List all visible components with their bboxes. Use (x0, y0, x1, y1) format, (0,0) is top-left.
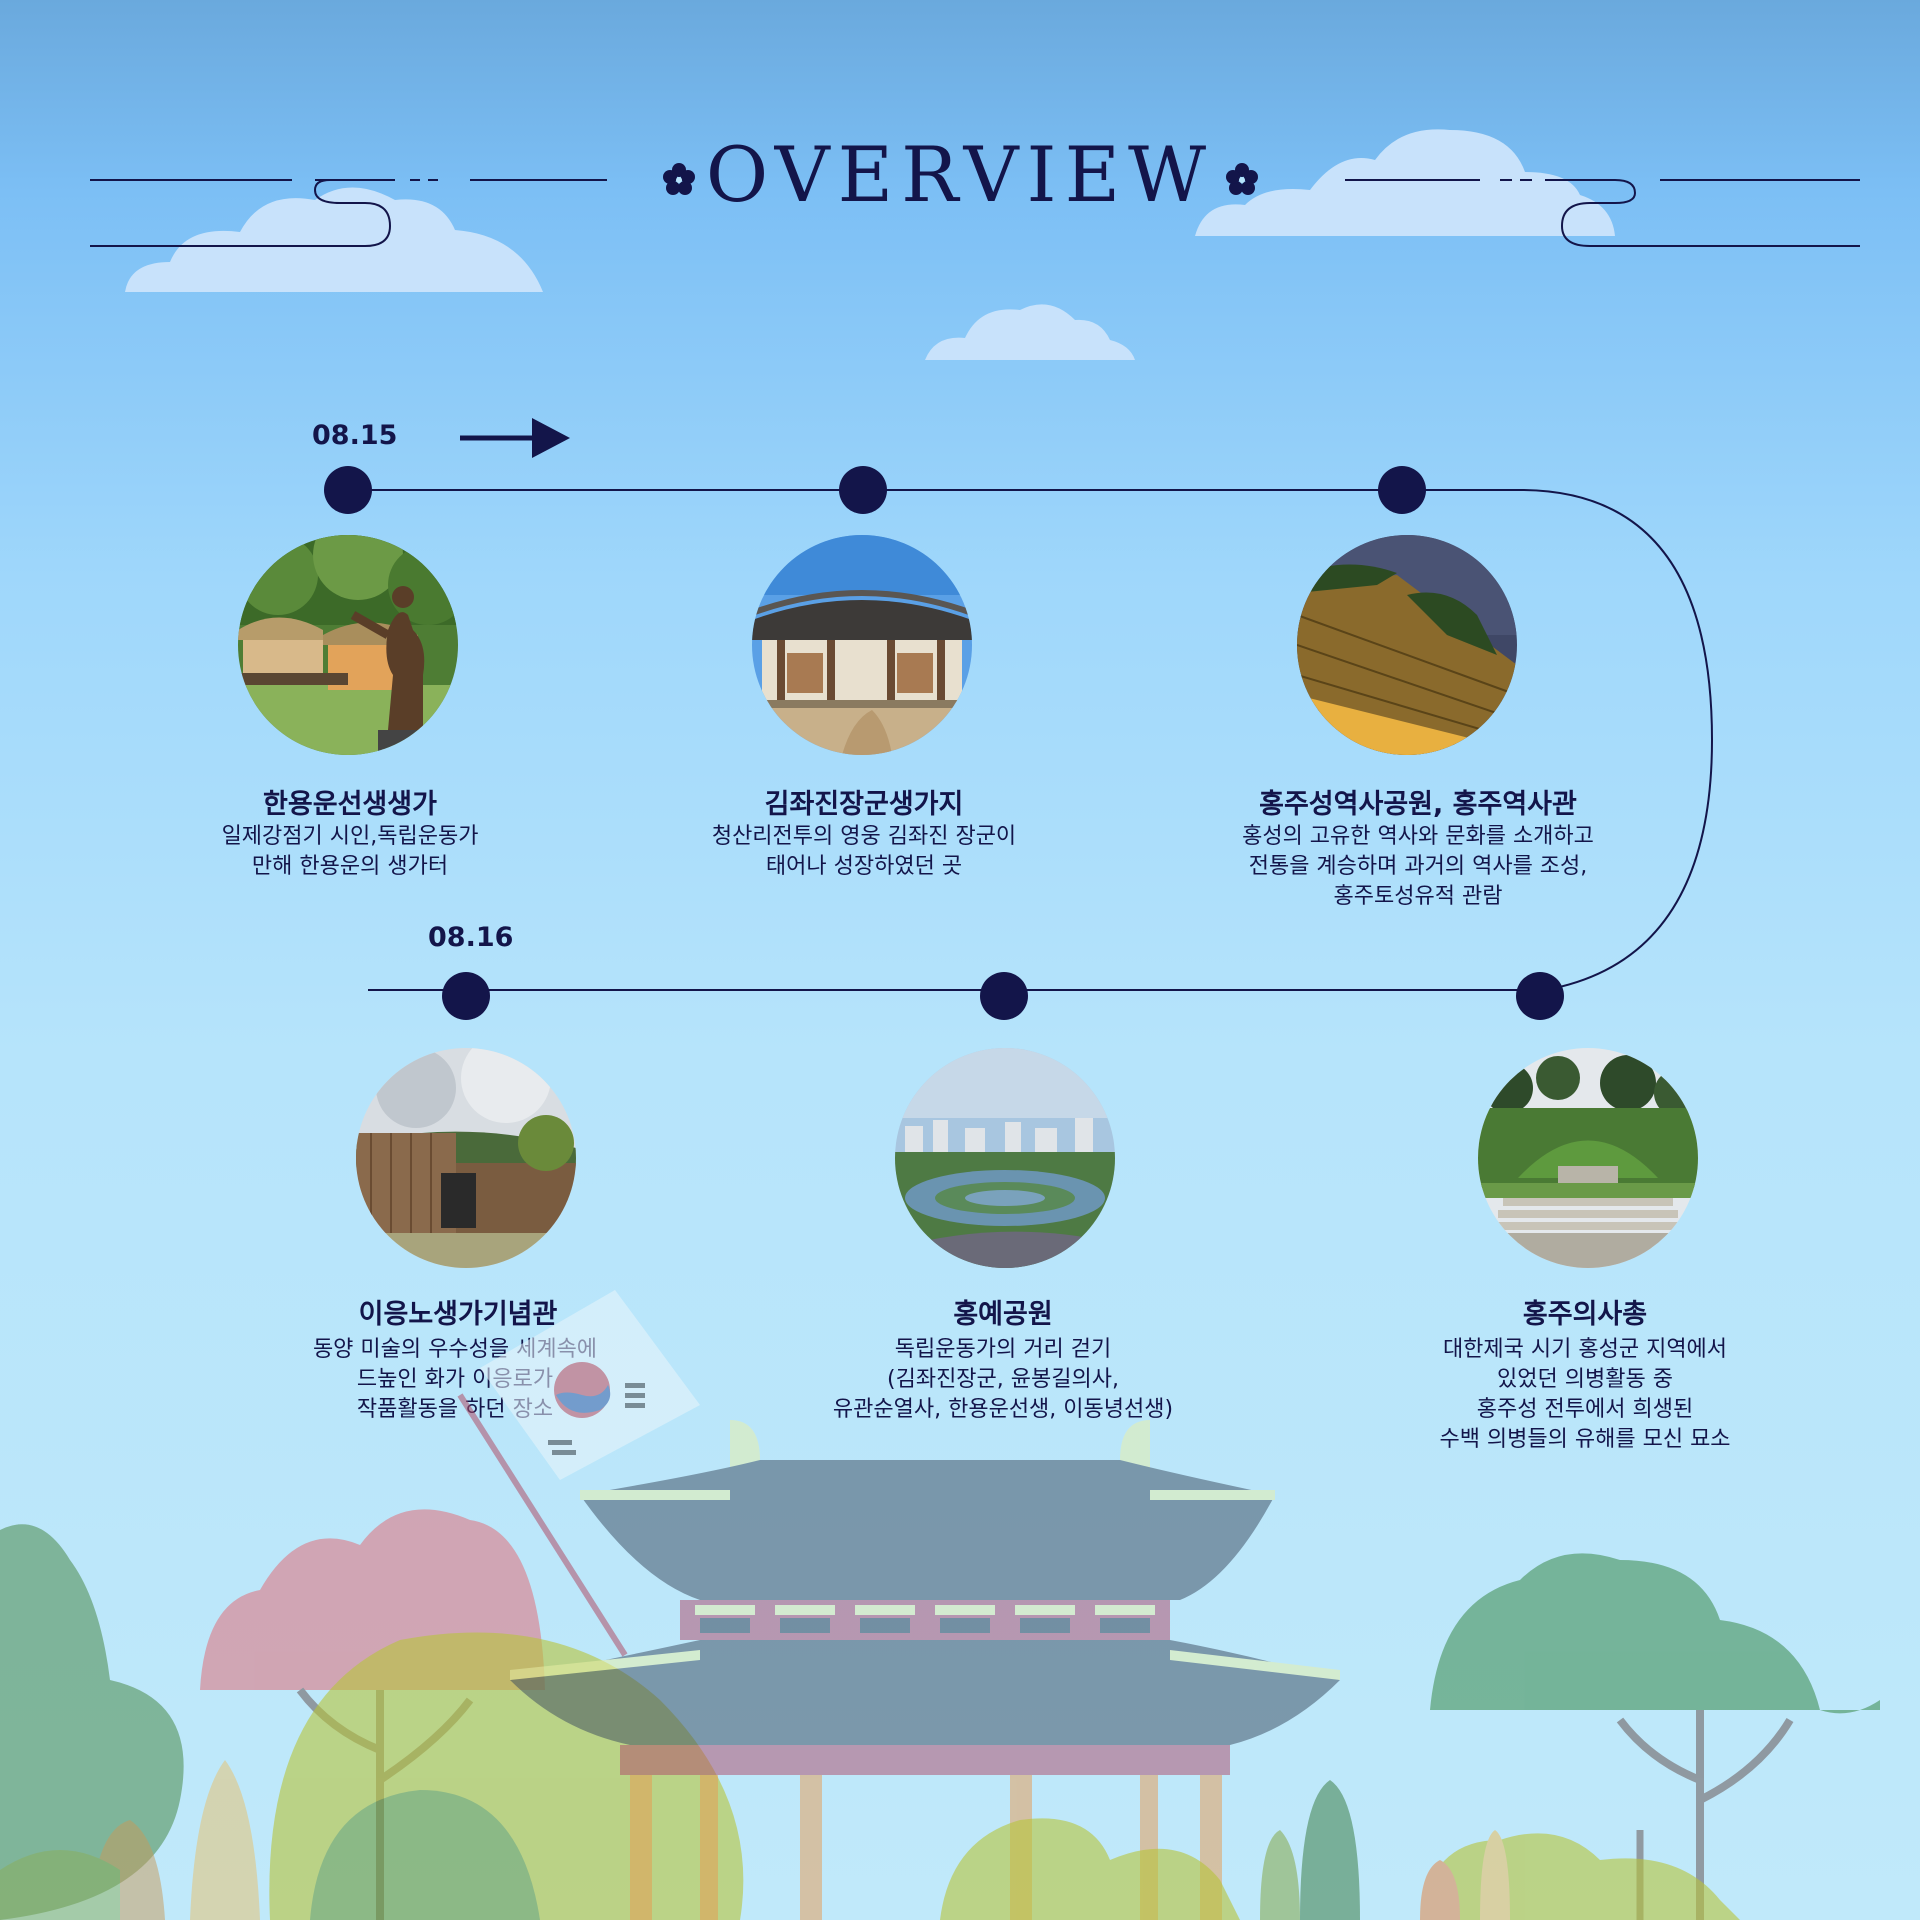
stop-5-name: 홍예공원 (953, 1299, 1053, 1330)
page-title: OVERVIEW (705, 130, 1215, 219)
timeline-dot-icon (442, 972, 490, 1020)
timeline-dot-icon (1516, 972, 1564, 1020)
plum-blossom-icon (663, 163, 695, 195)
arrow-right-icon (460, 418, 570, 458)
photo-lit-fortress-wall-at-night (1297, 535, 1517, 755)
photo-wooden-memorial-building (356, 1048, 576, 1268)
cloud-left (125, 187, 543, 292)
photo-statue-and-thatched-house (238, 535, 458, 755)
photo-city-park-with-pond (895, 1048, 1115, 1268)
timeline-dot-icon (980, 972, 1028, 1020)
stop-2-name: 김좌진장군생가지 (764, 789, 964, 820)
photo-grass-burial-mound (1478, 1048, 1698, 1268)
timeline-dot-icon (839, 466, 887, 514)
stop-3-name: 홍주성역사공원, 홍주역사관 (1259, 789, 1577, 820)
stop-4-name: 이응노생가기념관 (358, 1299, 558, 1330)
stop-6-name: 홍주의사총 (1522, 1299, 1648, 1330)
plum-blossom-icon (1226, 163, 1258, 195)
stop-5-desc: 독립운동가의 거리 걷기(김좌진장군, 윤봉길의사,유관순열사, 한용운선생, … (832, 1337, 1174, 1422)
title-ornament-lines (90, 179, 1860, 247)
timeline-dot-icon (1378, 466, 1426, 514)
cloud-right (1195, 129, 1615, 236)
photo-tiled-roof-hanok (752, 535, 972, 755)
cloud-middle (925, 304, 1135, 360)
day-label-1: 08.15 (312, 420, 398, 451)
stop-1-name: 한용운선생생가 (263, 789, 437, 820)
cloud-group (125, 129, 1615, 360)
day-label-2: 08.16 (428, 922, 514, 953)
timeline-dot-icon (324, 466, 372, 514)
timeline-path (348, 489, 1714, 991)
